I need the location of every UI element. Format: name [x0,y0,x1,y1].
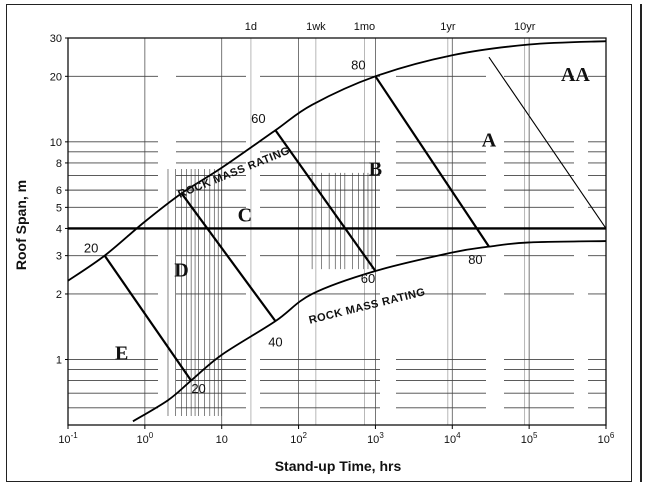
rating-value-label: 20 [191,381,205,396]
y-tick-label: 8 [56,158,62,170]
chart-frame [6,4,632,482]
x-tick-base: 10 [521,434,533,446]
plot-area-border [67,37,607,426]
region-label: E [115,342,128,364]
y-tick-label: 4 [56,223,62,235]
x-tick-base: 10 [137,434,149,446]
y-tick-label: 20 [50,71,62,83]
region-label: B [369,159,382,181]
top-time-marks: 1d 1wk 1mo 1yr 10yr [245,21,536,33]
x-tick-label: 105 [521,431,538,446]
chart-lines [67,40,607,423]
y-tick-label: 6 [56,185,62,197]
x-tick-exponent: 4 [456,431,461,440]
time-mark-label: 1d [245,21,257,33]
x-tick-label: 106 [598,431,615,446]
x-tick-exponent: 3 [379,431,384,440]
boundary-line [488,56,607,229]
y-tick-label: 5 [56,202,62,214]
x-tick-base: 10 [598,434,610,446]
rating-line [274,129,377,272]
x-tick-base: 10 [290,434,302,446]
rating-line [103,255,193,382]
x-tick-exponent: -1 [71,431,79,440]
y-tick-labels: 30 20 10 8 6 5 4 3 2 1 [50,33,68,366]
x-tick-label: 10 [216,434,228,446]
x-tick-exponent: 0 [149,431,154,440]
rating-value-label: 60 [251,111,265,126]
rock-mass-rating-curve [132,240,607,423]
y-tick-label: 10 [50,137,62,149]
curve-label: ROCK MASS RATING [308,286,427,327]
grid-lines [68,37,606,425]
rating-line [180,192,277,322]
time-mark-label: 1mo [354,21,375,33]
rock-mass-rating-curve [67,40,607,282]
x-tick-base: 10 [216,434,228,446]
region-label: AA [561,64,590,86]
time-mark-label: 1yr [440,21,456,33]
x-tick-label: 100 [137,431,154,446]
curve-label: ROCK MASS RATING [176,145,291,201]
y-tick-label: 3 [56,251,62,263]
x-tick-base: 10 [444,434,456,446]
rating-value-label: 40 [268,334,282,349]
rating-value-label: 80 [351,57,365,72]
x-tick-exponent: 2 [302,431,307,440]
x-tick-base: 10 [58,434,70,446]
x-tick-label: 103 [367,431,384,446]
rating-value-label: 60 [361,271,375,286]
y-tick-label: 2 [56,289,62,301]
rating-value-label: 20 [84,241,98,256]
x-axis-title: Stand-up Time, hrs [275,458,402,474]
region-label: A [482,130,497,152]
region-label: D [174,260,188,282]
x-tick-label: 104 [444,431,461,446]
x-tick-base: 10 [367,434,379,446]
x-tick-exponent: 6 [610,431,615,440]
page-edge-rule [640,4,642,482]
rating-line [374,75,490,248]
x-tick-exponent: 5 [533,431,538,440]
rating-value-label: 80 [468,252,482,267]
y-tick-label: 1 [56,354,62,366]
region-label: C [238,205,252,227]
time-mark-label: 1wk [306,21,326,33]
y-tick-label: 30 [50,33,62,45]
x-tick-label: 10-1 [58,431,78,446]
time-mark-label: 10yr [514,21,536,33]
x-tick-label: 102 [290,431,307,446]
stand-up-time-ruling [167,169,376,416]
y-axis-title: Roof Span, m [13,180,29,270]
